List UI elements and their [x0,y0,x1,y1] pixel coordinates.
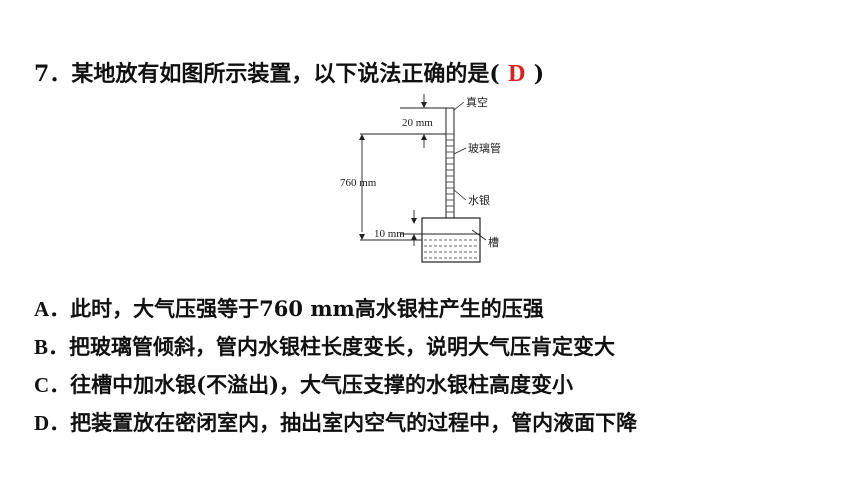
option-a: A．此时，大气压强等于760 mm高水银柱产生的压强 [34,290,637,328]
question-stem: 某地放有如图所示装置，以下说法正确的是( [71,61,500,87]
answer-blank: D [500,61,534,88]
question-line: 7．某地放有如图所示装置，以下说法正确的是( D) [34,56,544,88]
option-text: 把玻璃管倾斜，管内水银柱长度变长，说明大气压肯定变大 [69,334,616,359]
option-letter: D． [34,411,71,435]
answer-mark: D [508,61,526,87]
option-d: D．把装置放在密闭室内，抽出室内空气的过程中，管内液面下降 [34,404,637,442]
option-text: 把装置放在密闭室内，抽出室内空气的过程中，管内液面下降 [70,410,638,435]
option-letter: B． [34,335,70,359]
option-b: B．把玻璃管倾斜，管内水银柱长度变长，说明大气压肯定变大 [34,328,637,366]
dimension-arrowheads [359,102,427,240]
question-close-paren: ) [533,61,545,87]
leader-lines [453,101,487,241]
option-letter: A． [34,297,71,321]
question-number: 7． [34,61,72,87]
label-10mm: 10 mm [374,228,405,240]
label-glass-tube: 玻璃管 [468,141,501,155]
barometer-figure: 真空 20 mm 玻璃管 760 mm 水银 10 mm 槽 [340,90,520,270]
option-c: C．往槽中加水银(不溢出)，大气压支撑的水银柱高度变小 [34,366,637,404]
option-text: 此时，大气压强等于760 mm高水银柱产生的压强 [70,296,544,321]
trough [421,217,481,263]
option-letter: C． [34,373,71,397]
dimension-lines [360,94,446,246]
barometer-diagram: 真空 20 mm 玻璃管 760 mm 水银 10 mm 槽 [340,94,501,263]
label-760mm: 760 mm [340,177,377,189]
options-list: A．此时，大气压强等于760 mm高水银柱产生的压强 B．把玻璃管倾斜，管内水银… [34,290,637,442]
label-mercury: 水银 [468,193,490,207]
label-trough: 槽 [488,236,499,249]
option-text: 往槽中加水银(不溢出)，大气压支撑的水银柱高度变小 [70,372,574,397]
label-vacuum: 真空 [466,95,488,109]
label-20mm: 20 mm [402,117,433,129]
